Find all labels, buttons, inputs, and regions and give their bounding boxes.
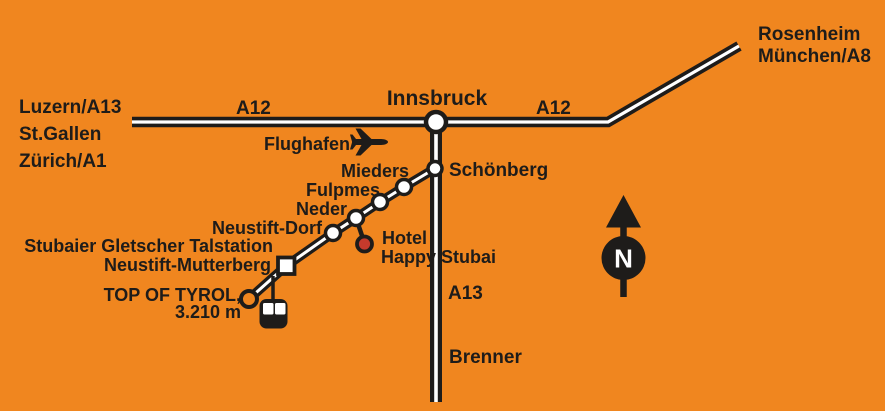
airplane-silhouette bbox=[350, 128, 388, 156]
label-station-neder: Neder bbox=[296, 199, 347, 219]
hotel-marker-dot bbox=[355, 234, 374, 254]
label-a13: A13 bbox=[448, 283, 483, 304]
label-a12-east: A12 bbox=[536, 98, 571, 119]
label-talstation-line2: Neustift-Mutterberg bbox=[104, 255, 271, 275]
label-hotel-line2: Happy Stubai bbox=[381, 247, 496, 267]
label-destination-rosenheim: Rosenheim bbox=[758, 24, 860, 45]
innsbruck-junction-node bbox=[423, 109, 449, 135]
compass-arrowhead bbox=[606, 195, 641, 228]
label-destination-muenchen: München/A8 bbox=[758, 46, 871, 67]
schoenberg-junction-node bbox=[426, 159, 444, 178]
label-station-neustift-dorf: Neustift-Dorf bbox=[212, 218, 323, 238]
summit-circle-marker bbox=[239, 289, 259, 309]
station-node-mieders bbox=[394, 177, 414, 197]
talstation-square-marker bbox=[276, 255, 297, 276]
label-destination-luzern: Luzern/A13 bbox=[19, 97, 121, 118]
gondola-window-right bbox=[275, 303, 286, 315]
label-summit-elevation: 3.210 m bbox=[175, 302, 241, 322]
north-compass-icon: N bbox=[601, 195, 646, 297]
gondola-cabin-icon bbox=[259, 299, 288, 329]
label-station-mieders: Mieders bbox=[341, 161, 409, 181]
gondola-window-left bbox=[263, 303, 274, 315]
label-destination-stgallen: St.Gallen bbox=[19, 124, 101, 145]
label-summit-name: TOP OF TYROL, bbox=[104, 285, 241, 305]
label-innsbruck: Innsbruck bbox=[387, 87, 488, 110]
label-station-fulpmes: Fulpmes bbox=[306, 180, 380, 200]
compass-disc bbox=[601, 236, 646, 280]
label-talstation-line1: Stubaier Gletscher Talstation bbox=[24, 236, 273, 256]
label-a12-west: A12 bbox=[236, 98, 271, 119]
station-node-neder bbox=[346, 208, 366, 228]
label-hotel-line1: Hotel bbox=[382, 228, 427, 248]
airplane-icon bbox=[350, 128, 388, 156]
station-node-fulpmes bbox=[370, 192, 390, 212]
station-node-neustift-dorf bbox=[323, 223, 343, 243]
compass-north-letter: N bbox=[614, 244, 633, 274]
label-airport: Flughafen bbox=[264, 134, 350, 154]
label-destination-zuerich: Zürich/A1 bbox=[19, 151, 107, 172]
label-destination-brenner: Brenner bbox=[449, 347, 522, 368]
label-schoenberg: Schönberg bbox=[449, 160, 548, 181]
road-a12-stripe bbox=[132, 44, 740, 124]
